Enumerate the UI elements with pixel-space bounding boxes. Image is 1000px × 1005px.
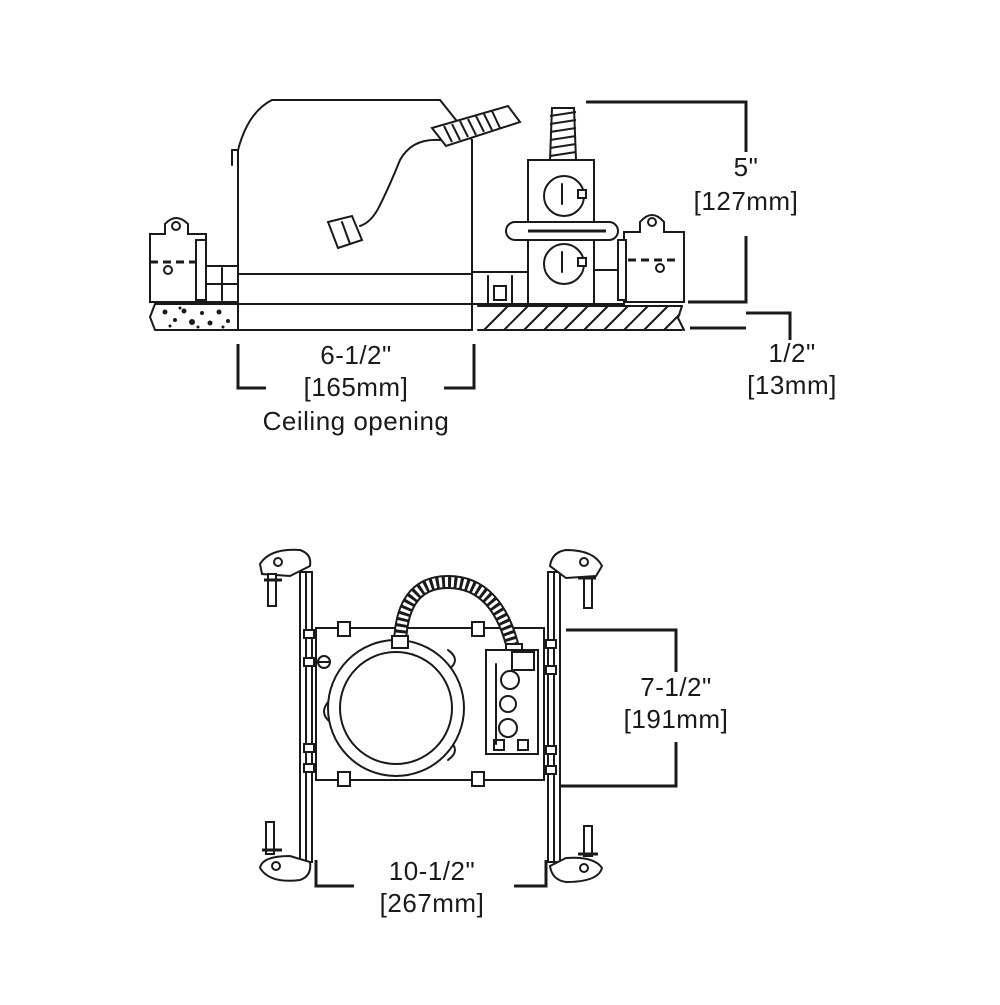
ceiling-opening-imperial: 6-1/2"	[320, 340, 392, 370]
ceiling-wood-right	[477, 305, 685, 331]
depth-metric: [191mm]	[624, 704, 729, 734]
side-view: 5" [127mm] 1/2" [13mm] 6-1/2" [165mm] Ce…	[149, 99, 837, 436]
right-bracket	[593, 214, 685, 305]
ceiling-thickness-metric: [13mm]	[747, 370, 837, 400]
dimension-width: 10-1/2" [267mm]	[314, 856, 548, 918]
dimension-depth: 7-1/2" [191mm]	[560, 628, 729, 788]
width-metric: [267mm]	[380, 888, 485, 918]
aperture-ring	[315, 639, 465, 777]
bar-clip-top-left	[258, 548, 312, 607]
ceiling-opening-metric: [165mm]	[304, 372, 409, 402]
ceiling-drywall-left	[149, 303, 239, 331]
housing-body	[231, 99, 473, 331]
dimension-ceiling-opening: 6-1/2" [165mm] Ceiling opening	[236, 340, 476, 436]
height-imperial: 5"	[734, 152, 759, 182]
bar-clip-bottom-right	[548, 825, 604, 884]
dimension-ceiling-thickness: 1/2" [13mm]	[690, 311, 837, 400]
thermal-connector	[326, 104, 522, 250]
top-view: 7-1/2" [191mm] 10-1/2" [267mm]	[258, 548, 729, 918]
junction-box-top	[485, 649, 539, 755]
ceiling-opening-caption: Ceiling opening	[263, 406, 450, 436]
depth-imperial: 7-1/2"	[640, 672, 712, 702]
bar-clip-bottom-left	[258, 821, 312, 882]
height-metric: [127mm]	[694, 186, 799, 216]
bar-clip-top-right	[548, 548, 604, 609]
ceiling-thickness-imperial: 1/2"	[768, 338, 815, 368]
hanger-bars	[299, 571, 561, 863]
junction-box	[471, 107, 619, 305]
width-imperial: 10-1/2"	[389, 856, 475, 886]
left-bracket	[149, 217, 239, 303]
dimension-height: 5" [127mm]	[586, 100, 799, 304]
